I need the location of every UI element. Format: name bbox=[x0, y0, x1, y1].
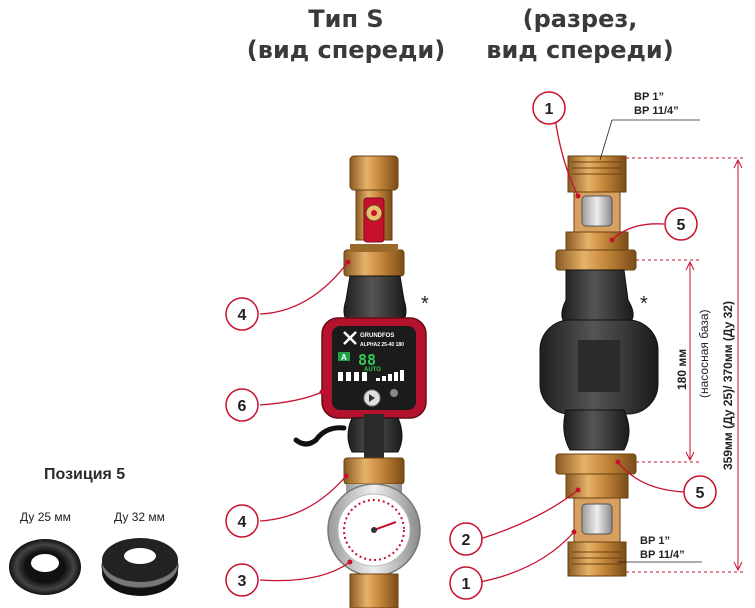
section-view-title-line2: вид спереди) bbox=[486, 36, 674, 64]
bottom-thread-line1: ВР 1” bbox=[640, 535, 670, 547]
mode-button[interactable] bbox=[363, 389, 381, 407]
gasket-du25-label: Ду 25 мм bbox=[20, 510, 71, 524]
callout-right-lower-5: 5 bbox=[683, 475, 717, 509]
svg-text:2: 2 bbox=[462, 532, 471, 549]
svg-text:5: 5 bbox=[696, 485, 705, 502]
total-dimension: 359мм (Ду 25)/ 370мм (Ду 32) bbox=[721, 301, 735, 470]
gasket-du32-icon bbox=[101, 538, 179, 596]
front-view-title-line2: (вид спереди) bbox=[246, 36, 446, 64]
asterisk-left: * bbox=[421, 293, 429, 315]
valve-handle-icon bbox=[363, 197, 385, 243]
callout-left-lower-4: 4 bbox=[225, 504, 259, 538]
svg-text:1: 1 bbox=[545, 101, 554, 118]
section-view-pump bbox=[539, 155, 659, 577]
top-thread-line1: ВР 1” bbox=[634, 91, 664, 103]
front-view-title: Тип S (вид спереди) bbox=[246, 4, 446, 66]
gasket-du25-icon bbox=[9, 539, 81, 595]
svg-text:5: 5 bbox=[677, 217, 686, 234]
gasket-du32-label: Ду 32 мм bbox=[114, 510, 165, 524]
callout-left-6: 6 bbox=[225, 388, 259, 422]
pump-mode: AUTO bbox=[364, 367, 381, 373]
pump-display: 88 bbox=[358, 351, 376, 369]
position5-title: Позиция 5 bbox=[44, 466, 126, 483]
base-dimension-note: (насосная база) bbox=[697, 309, 711, 398]
callout-left-upper-4: 4 bbox=[225, 297, 259, 331]
pump-model: ALPHA2 25-40 180 bbox=[360, 342, 404, 348]
bottom-thread-label: ВР 1” ВР 11/4” bbox=[640, 534, 685, 562]
callout-right-2: 2 bbox=[449, 522, 483, 556]
thermometer-icon bbox=[327, 483, 421, 577]
dimension-lines bbox=[626, 157, 745, 573]
grundfos-logo-icon bbox=[343, 331, 357, 345]
svg-text:4: 4 bbox=[238, 514, 247, 531]
svg-text:4: 4 bbox=[238, 307, 247, 324]
top-thread-label: ВР 1” ВР 11/4” bbox=[634, 90, 679, 118]
front-view-title-line1: Тип S bbox=[308, 5, 384, 33]
svg-text:6: 6 bbox=[238, 398, 247, 415]
bottom-thread-line2: ВР 11/4” bbox=[640, 549, 685, 561]
section-view-title: (разрез, вид спереди) bbox=[480, 4, 680, 66]
callout-right-bottom-1: 1 bbox=[449, 566, 483, 600]
mode-bars bbox=[338, 370, 404, 381]
callout-right-top-1: 1 bbox=[532, 91, 566, 125]
callout-left-3: 3 bbox=[225, 563, 259, 597]
callout-leaders bbox=[259, 109, 686, 583]
energy-grade: A bbox=[341, 353, 347, 362]
top-thread-line2: ВР 11/4” bbox=[634, 105, 679, 117]
svg-text:1: 1 bbox=[462, 576, 471, 593]
callout-right-upper-5: 5 bbox=[664, 207, 698, 241]
svg-text:3: 3 bbox=[238, 573, 247, 590]
section-view-title-line1: (разрез, bbox=[522, 5, 638, 33]
base-dimension-value: 180 мм bbox=[675, 349, 689, 390]
front-view-pump: GRUNDFOS ALPHA2 25-40 180 A 88 AUTO bbox=[293, 155, 427, 608]
pump-brand: GRUNDFOS bbox=[360, 333, 394, 339]
asterisk-right: * bbox=[640, 293, 648, 315]
